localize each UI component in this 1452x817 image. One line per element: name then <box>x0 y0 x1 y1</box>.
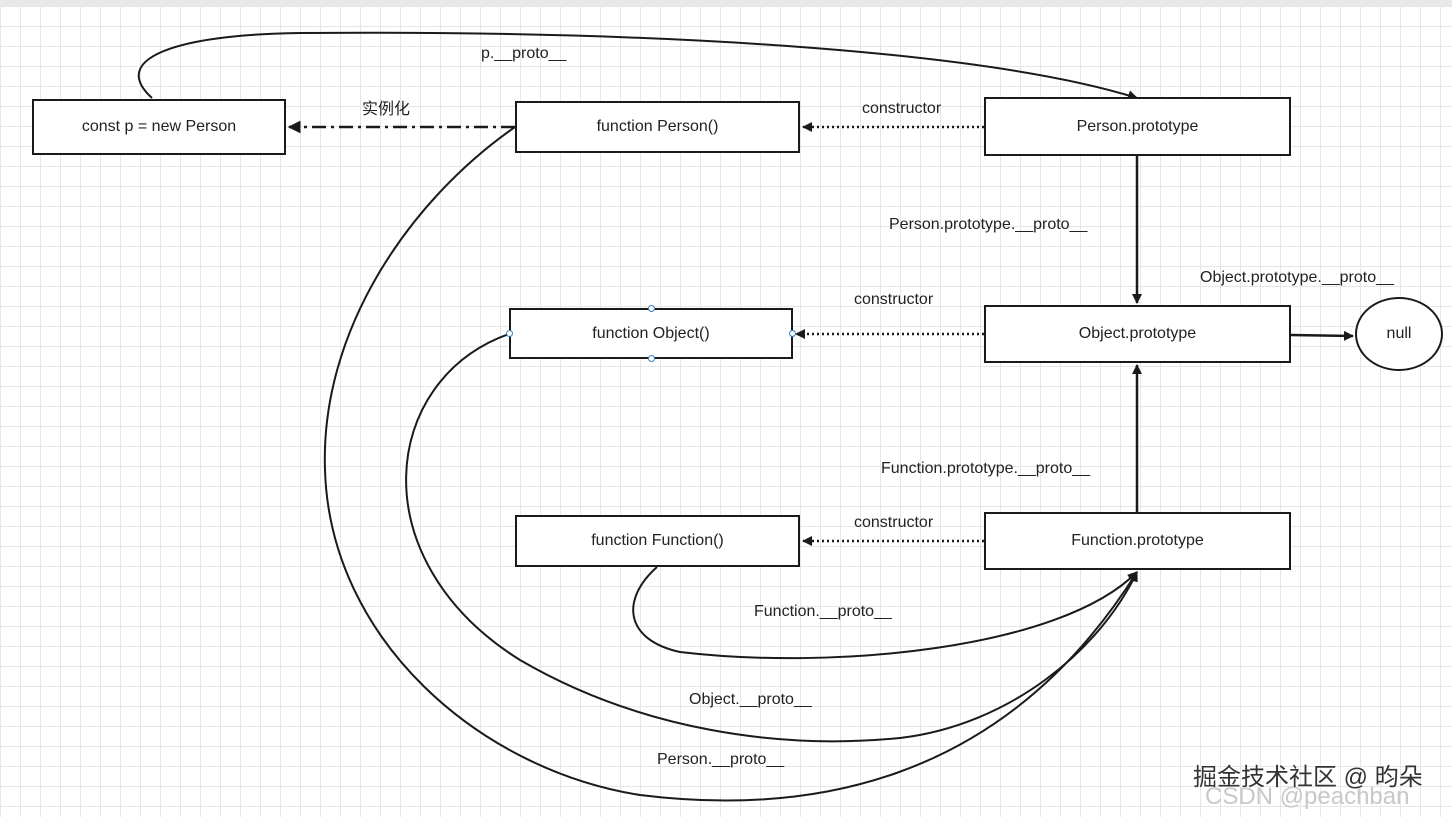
node-function-function[interactable]: function Function() <box>515 515 800 567</box>
selection-handle-left[interactable] <box>506 330 513 337</box>
node-person-function-label: function Person() <box>596 118 719 135</box>
watermark-csdn: CSDN @peachban <box>1205 783 1410 810</box>
node-person-function[interactable]: function Person() <box>515 101 800 153</box>
edge-object-proto-proto <box>1290 330 1354 341</box>
label-person-proto-proto: Person.prototype.__proto__ <box>889 216 1088 233</box>
watermark-juejin: 掘金技术社区 @ 昀朵 <box>1193 764 1423 791</box>
label-object-proto-proto: Object.prototype.__proto__ <box>1200 269 1394 286</box>
label-function-constructor: constructor <box>854 514 934 531</box>
node-function-function-label: function Function() <box>591 532 724 549</box>
edge-object-dunder-proto <box>405 333 1138 743</box>
selection-handle-bottom[interactable] <box>648 355 655 362</box>
node-object-function[interactable]: function Object() <box>509 308 793 359</box>
label-function-proto-proto: Function.prototype.__proto__ <box>881 460 1091 477</box>
node-person-prototype-label: Person.prototype <box>1076 117 1199 135</box>
edge-p-proto <box>137 31 1138 101</box>
node-instance[interactable]: const p = new Person <box>32 99 286 155</box>
label-object-constructor: constructor <box>854 291 934 308</box>
node-object-prototype[interactable]: Object.prototype <box>984 305 1291 363</box>
selection-handle-top[interactable] <box>648 305 655 312</box>
label-instantiate: 实例化 <box>362 101 411 118</box>
node-instance-label: const p = new Person <box>81 118 237 135</box>
label-person-constructor: constructor <box>862 100 942 117</box>
label-function-dunder-proto: Function.__proto__ <box>754 603 892 620</box>
node-function-prototype-label: Function.prototype <box>1071 532 1204 549</box>
node-function-prototype[interactable]: Function.prototype <box>984 512 1291 570</box>
selection-handle-right[interactable] <box>789 330 796 337</box>
label-person-dunder-proto: Person.__proto__ <box>657 751 785 768</box>
edge-person-dunder-proto <box>323 126 1138 802</box>
label-object-dunder-proto: Object.__proto__ <box>689 691 812 708</box>
top-border-strip <box>0 0 1452 6</box>
node-null[interactable]: null <box>1355 297 1443 371</box>
node-object-function-label: function Object() <box>592 324 710 342</box>
node-object-prototype-label: Object.prototype <box>1078 325 1197 342</box>
node-person-prototype[interactable]: Person.prototype <box>984 97 1291 156</box>
node-null-label: null <box>1386 325 1412 342</box>
edge-function-dunder-proto <box>632 566 1138 660</box>
label-p-proto: p.__proto__ <box>481 45 567 62</box>
